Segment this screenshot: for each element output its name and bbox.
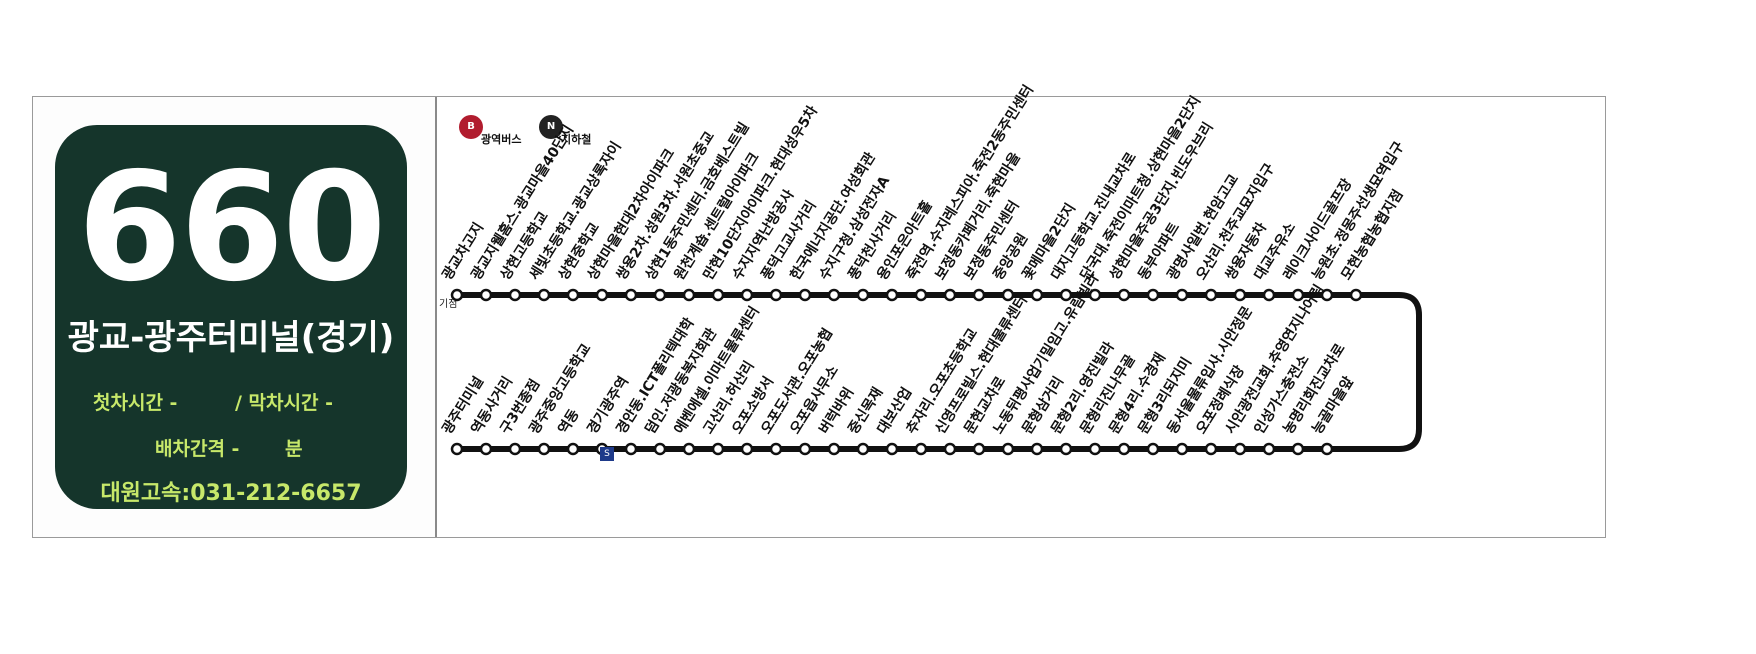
inbound-stop-dot	[1320, 442, 1334, 456]
legend-label-express: 광역버스	[481, 133, 522, 146]
outbound-stop-dot	[740, 288, 754, 302]
inbound-stop-dot	[624, 442, 638, 456]
express-bus-icon: B	[459, 115, 483, 139]
route-sign: 660 광교-광주터미널(경기) 첫차시간 - / 막차시간 - 배차간격 - …	[32, 82, 1606, 538]
inbound-stop-dot	[1059, 442, 1073, 456]
outbound-stop-dot	[566, 288, 580, 302]
inbound-stop-dot	[856, 442, 870, 456]
outbound-stop-dot	[769, 288, 783, 302]
legend-label-subway: 지하철	[561, 133, 592, 146]
inbound-stop-dot	[479, 442, 493, 456]
inbound-stop-dot	[1233, 442, 1247, 456]
route-name: 광교-광주터미널(경기)	[67, 318, 395, 358]
inbound-stop-dot	[1146, 442, 1160, 456]
operator-contact: 대원고속:031-212-6657	[100, 481, 362, 506]
outbound-stop-dot	[943, 288, 957, 302]
inbound-stop-dot	[711, 442, 725, 456]
start-marker: 기점	[439, 299, 458, 310]
inbound-stop-dot	[914, 442, 928, 456]
outbound-stop-dot	[1349, 288, 1363, 302]
subway-icon: N	[539, 115, 563, 139]
inbound-stop-dot	[1204, 442, 1218, 456]
interval-unit: 분	[285, 438, 303, 460]
inbound-stop-dot	[566, 442, 580, 456]
outbound-stop-dot	[479, 288, 493, 302]
outbound-stop-dot	[914, 288, 928, 302]
outbound-stop-dot	[653, 288, 667, 302]
inbound-stop-dot	[1175, 442, 1189, 456]
outbound-stop-dot	[1204, 288, 1218, 302]
route-line	[450, 288, 1422, 456]
outbound-stop-dot	[711, 288, 725, 302]
inbound-stop-dot	[682, 442, 696, 456]
transfer-icon: S	[600, 447, 614, 461]
last-bus-label: / 막차시간 -	[235, 392, 333, 414]
outbound-stop-dot	[1088, 288, 1102, 302]
outbound-stop-dot	[1117, 288, 1131, 302]
outbound-stop-dot	[537, 288, 551, 302]
route-info-panel: 660 광교-광주터미널(경기) 첫차시간 - / 막차시간 - 배차간격 - …	[33, 97, 437, 537]
outbound-stop-dot	[1291, 288, 1305, 302]
route-number-box: 660 광교-광주터미널(경기) 첫차시간 - / 막차시간 - 배차간격 - …	[55, 125, 407, 509]
inbound-stop-dot	[1001, 442, 1015, 456]
outbound-stop-dot	[508, 288, 522, 302]
outbound-stop-dot	[450, 288, 464, 302]
outbound-stop-dot	[798, 288, 812, 302]
outbound-stop-dot	[827, 288, 841, 302]
inbound-stop-dot	[943, 442, 957, 456]
outbound-stop-dot	[595, 288, 609, 302]
outbound-stop-dot	[972, 288, 986, 302]
outbound-stop-dot	[856, 288, 870, 302]
inbound-stop-dot	[508, 442, 522, 456]
inbound-stop-dot	[769, 442, 783, 456]
outbound-stop-dot	[1030, 288, 1044, 302]
outbound-stop-dot	[885, 288, 899, 302]
inbound-stop-dot	[653, 442, 667, 456]
inbound-stop-dot	[450, 442, 464, 456]
outbound-stop-dot	[1262, 288, 1276, 302]
inbound-stop-dot	[1262, 442, 1276, 456]
inbound-stop-dot	[1030, 442, 1044, 456]
route-path	[457, 292, 1422, 452]
outbound-stop-dot	[1320, 288, 1334, 302]
inbound-stop-dot	[1291, 442, 1305, 456]
inbound-stop-dot	[740, 442, 754, 456]
inbound-stop-dot	[885, 442, 899, 456]
outbound-stop-dot	[1001, 288, 1015, 302]
outbound-stop-dot	[682, 288, 696, 302]
first-bus-label: 첫차시간 -	[93, 392, 178, 414]
outbound-stop-dot	[1233, 288, 1247, 302]
outbound-stop-dot	[624, 288, 638, 302]
inbound-stop-dot	[1117, 442, 1131, 456]
outbound-stop-dot	[1059, 288, 1073, 302]
inbound-stop-dot	[827, 442, 841, 456]
inbound-stop-dot	[798, 442, 812, 456]
route-number: 660	[77, 141, 386, 315]
interval-label: 배차간격 -	[155, 438, 240, 460]
inbound-stop-dot	[972, 442, 986, 456]
outbound-stop-dot	[1175, 288, 1189, 302]
inbound-stop-dot	[1088, 442, 1102, 456]
inbound-stop-dot	[537, 442, 551, 456]
outbound-stop-dot	[1146, 288, 1160, 302]
